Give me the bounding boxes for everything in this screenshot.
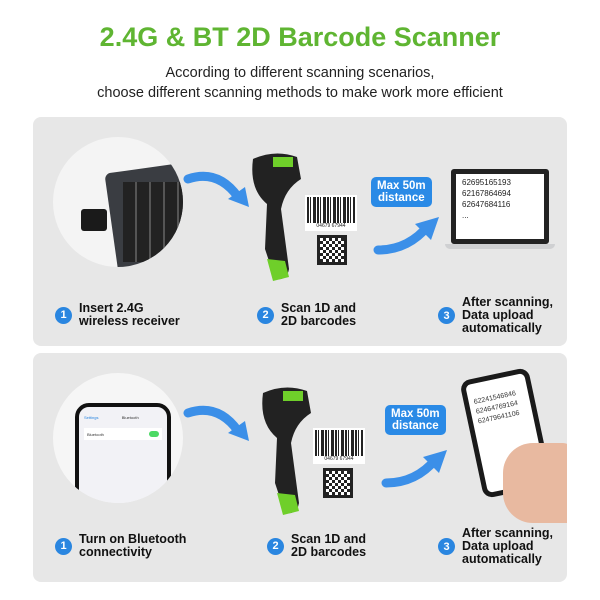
laptop-line: 62647684116: [462, 200, 511, 209]
receiver-image: [53, 137, 183, 267]
step-text: Scan 1D and: [281, 301, 357, 315]
step-text: Scan 1D and: [291, 532, 367, 546]
subtitle: According to different scanning scenario…: [0, 63, 600, 103]
laptop-line: 62167864694: [462, 189, 511, 198]
settings-header: Bluetooth: [121, 415, 139, 420]
step-text: wireless receiver: [79, 314, 180, 328]
qr-code-image: [317, 235, 347, 265]
step-text: Data upload: [462, 308, 534, 322]
arrow-icon: [183, 405, 249, 441]
laptop-image: 62695165193 62167864694 62647684116 ...: [445, 169, 555, 249]
step-number: 2: [267, 537, 284, 555]
subtitle-line: choose different scanning methods to mak…: [97, 85, 503, 101]
arrow-icon: [183, 171, 249, 207]
badge-line: distance: [377, 192, 425, 204]
bluetooth-row: Bluetooth: [87, 431, 104, 437]
page-title: 2.4G & BT 2D Barcode Scanner: [99, 22, 501, 52]
barcode-number: 04679 67944: [324, 456, 354, 462]
badge-line: Max 50m: [391, 408, 440, 420]
step-text: 2D barcodes: [291, 545, 367, 559]
step-number: 1: [55, 537, 72, 555]
step-text: After scanning,: [462, 526, 553, 540]
scanner-image: [252, 153, 301, 281]
barcode-number: 04679 67944: [316, 223, 346, 229]
step-text: 2D barcodes: [281, 314, 357, 328]
toggle-icon: [149, 431, 159, 437]
barcode-image: 04679 67944: [305, 195, 357, 231]
qr-code-image: [323, 468, 353, 498]
step-text: After scanning,: [462, 295, 553, 309]
hand-image: [503, 443, 567, 523]
step-text: Data upload: [462, 539, 534, 553]
arrow-icon: [373, 217, 439, 255]
badge-line: Max 50m: [377, 180, 426, 192]
step-number: 3: [438, 538, 455, 555]
step-number: 3: [438, 307, 455, 324]
laptop-line: ...: [462, 211, 469, 220]
step-number: 1: [55, 306, 72, 324]
subtitle-line: According to different scanning scenario…: [165, 65, 435, 81]
step-text: automatically: [462, 552, 542, 566]
step-number: 2: [257, 306, 274, 324]
laptop-line: 62695165193: [462, 178, 511, 187]
badge-line: distance: [391, 420, 439, 432]
step-text: Insert 2.4G: [79, 301, 144, 315]
barcode-image: 04679 67944: [313, 428, 365, 464]
scanner-image: [262, 387, 311, 515]
arrow-icon: [381, 450, 447, 488]
settings-back: Settings: [84, 415, 99, 420]
step-text: automatically: [462, 321, 542, 335]
step-text: connectivity: [79, 545, 152, 559]
step-text: Turn on Bluetooth: [79, 532, 187, 546]
